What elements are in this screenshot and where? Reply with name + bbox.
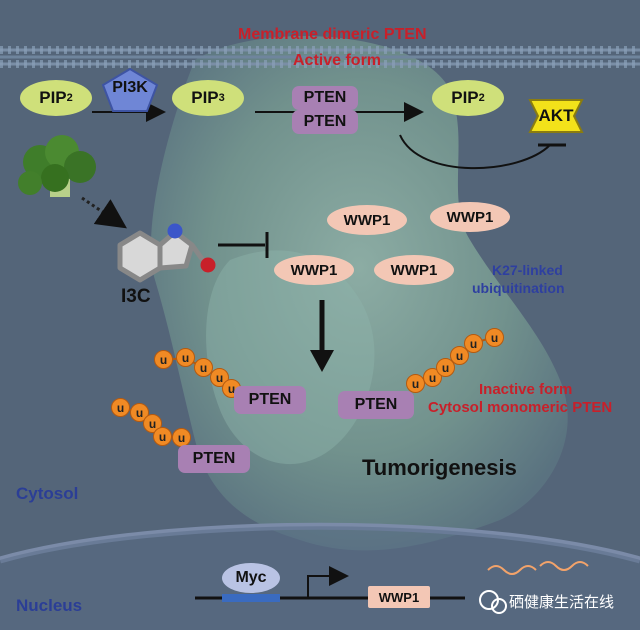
cytosol-compartment-label: Cytosol: [16, 484, 79, 503]
wwp1-ellipse-3: WWP1: [274, 255, 354, 285]
transcription-start-arrow: [307, 566, 349, 598]
ubiquitin-bead: u: [176, 348, 195, 367]
active-form-label: Active form: [293, 52, 382, 69]
pi3k-pentagon-icon: [101, 67, 159, 112]
pten-dimer-top: PTEN: [292, 86, 358, 110]
pip2-right-subscript: 2: [478, 92, 485, 104]
pip3-label: PIP: [191, 88, 219, 107]
wechat-logo-icon: [479, 590, 507, 614]
broccoli-icon: [18, 135, 96, 197]
k27-ubiquitination-label-line1: K27-linked: [492, 262, 563, 278]
tumorigenesis-label: Tumorigenesis: [362, 455, 517, 480]
membrane-title: Membrane dimeric PTEN: [238, 26, 427, 43]
nucleus-region: [0, 526, 640, 630]
ubiquitin-bead: u: [436, 358, 455, 377]
ubiquitin-bead: u: [406, 374, 425, 393]
ubiquitin-bead: u: [194, 358, 213, 377]
ubiquitin-bead: u: [153, 427, 172, 446]
pi3k-label: PI3K: [112, 79, 148, 96]
pten-dimer-bottom: PTEN: [292, 110, 358, 134]
ubiquitin-bead: u: [450, 346, 469, 365]
watermark-text: 硒健康生活在线: [509, 594, 615, 611]
myc-node: Myc: [222, 563, 280, 593]
pip2-left-subscript: 2: [66, 92, 73, 104]
wwp1-ellipse-4: WWP1: [374, 255, 454, 285]
broccoli-to-i3c-arrow: [81, 196, 127, 229]
pi3k-node: PI3K: [101, 67, 159, 112]
k27-ubiquitination-label-line2: ubiquitination: [472, 280, 565, 296]
pten-monomer-2: PTEN: [338, 391, 414, 419]
i3c-molecule-icon: [117, 223, 216, 283]
wwp1-ellipse-2: WWP1: [430, 202, 510, 232]
i3c-label: I3C: [121, 286, 151, 307]
akt-node: AKT: [524, 96, 588, 136]
wwp1-to-inactive-arrow-head: [310, 350, 334, 372]
membrane-bilayer: [0, 46, 640, 68]
cell-body-shape: [150, 36, 568, 551]
pip2-left-label: PIP: [39, 88, 67, 107]
myc-binding-site: [222, 594, 280, 602]
ubiquitin-bead: u: [111, 398, 130, 417]
pip2-inhibits-akt-arc: [399, 134, 551, 170]
cytosol-monomeric-pten-label: Cytosol monomeric PTEN: [428, 399, 613, 416]
wwp1-gene-box: WWP1: [368, 586, 430, 608]
pten-monomer-3: PTEN: [178, 445, 250, 473]
akt-badge-icon: [528, 99, 584, 133]
wwp1-ellipse-1: WWP1: [327, 205, 407, 235]
ubiquitin-bead: u: [154, 350, 173, 369]
akt-label: AKT: [538, 106, 574, 125]
pip2-right-label: PIP: [451, 88, 479, 107]
ubiquitin-bead: u: [464, 334, 483, 353]
pip3-subscript: 3: [218, 92, 225, 104]
mrna-squiggle-icon: [539, 561, 589, 571]
pten-monomer-1: PTEN: [234, 386, 306, 414]
ubiquitin-bead: u: [485, 328, 504, 347]
mrna-squiggle-icon: [487, 565, 537, 575]
inactive-form-label: Inactive form: [479, 381, 573, 398]
nucleus-compartment-label: Nucleus: [16, 596, 83, 615]
